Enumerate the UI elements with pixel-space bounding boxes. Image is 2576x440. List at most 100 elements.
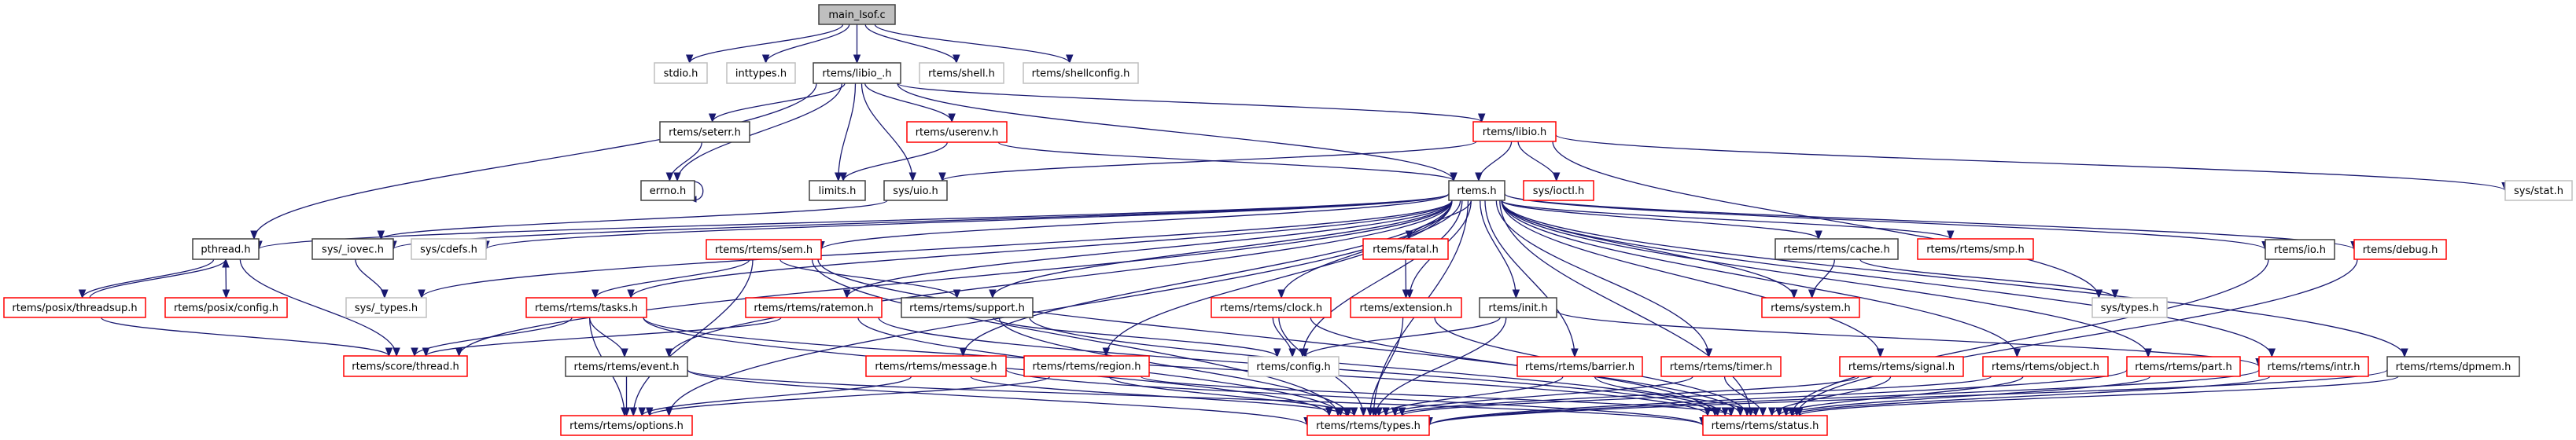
node-box bbox=[883, 180, 948, 201]
edge-intr-to-status bbox=[1789, 376, 2271, 417]
node-box bbox=[2126, 356, 2241, 377]
node-ratemon[interactable]: rtems/rtems/ratemon.h bbox=[745, 297, 883, 318]
node-tasks[interactable]: rtems/rtems/tasks.h bbox=[525, 297, 647, 318]
arrowhead bbox=[1752, 407, 1760, 417]
node-libio-[interactable]: rtems/libio_.h bbox=[813, 62, 901, 84]
node-event[interactable]: rtems/rtems/event.h bbox=[565, 356, 688, 377]
node-intr[interactable]: rtems/rtems/intr.h bbox=[2258, 356, 2369, 377]
edge-libio-to-ioctl bbox=[1517, 141, 1561, 182]
edge-barrier-to-status bbox=[1594, 376, 1760, 417]
node-region[interactable]: rtems/rtems/region.h bbox=[1023, 355, 1150, 377]
node-system[interactable]: rtems/system.h bbox=[1761, 297, 1860, 318]
node-init[interactable]: rtems/init.h bbox=[1479, 297, 1557, 318]
node-debug[interactable]: rtems/debug.h bbox=[2353, 239, 2447, 260]
arrowhead bbox=[1775, 407, 1783, 417]
node-label: pthread.h bbox=[201, 244, 250, 256]
arrowhead bbox=[1571, 348, 1579, 358]
node-label: sys/stat.h bbox=[2514, 185, 2563, 197]
edge-line bbox=[1792, 376, 2271, 416]
node-object[interactable]: rtems/rtems/object.h bbox=[1982, 356, 2109, 377]
edge-rtems-to-thread bbox=[455, 200, 1453, 358]
edge-line bbox=[1495, 200, 1710, 358]
node-main-lsof[interactable]: main_lsof.c bbox=[818, 4, 896, 25]
node-status[interactable]: rtems/rtems/status.h bbox=[1702, 415, 1828, 436]
edge-threadsup-to-thread bbox=[100, 317, 393, 358]
edge-libio-to-uio bbox=[938, 141, 1477, 182]
edge-line bbox=[1791, 258, 2269, 416]
arrowhead bbox=[1759, 407, 1767, 417]
edge-rtems-to-part bbox=[1501, 200, 2152, 358]
arrowhead bbox=[1350, 407, 1358, 417]
node-box bbox=[560, 415, 693, 436]
node-rtems[interactable]: rtems.h bbox=[1448, 180, 1505, 201]
node-barrier[interactable]: rtems/rtems/barrier.h bbox=[1516, 356, 1643, 377]
edge-main_lsof-to-inttypes bbox=[761, 24, 850, 64]
edge-line bbox=[842, 141, 948, 182]
node-timer[interactable]: rtems/rtems/timer.h bbox=[1660, 356, 1782, 377]
arrowhead bbox=[621, 348, 628, 358]
node-message[interactable]: rtems/rtems/message.h bbox=[865, 355, 1007, 377]
node-box bbox=[2091, 297, 2168, 318]
node-fatal[interactable]: rtems/fatal.h bbox=[1362, 238, 1449, 260]
edge-line bbox=[1594, 376, 1756, 416]
node-extension[interactable]: rtems/extension.h bbox=[1350, 297, 1462, 318]
node-box bbox=[1362, 238, 1449, 260]
node-io[interactable]: rtems/io.h bbox=[2265, 239, 2335, 260]
node-support[interactable]: rtems/rtems/support.h bbox=[901, 297, 1034, 318]
arrowhead bbox=[1402, 289, 1410, 299]
node-uio[interactable]: sys/uio.h bbox=[883, 180, 948, 201]
node-ioctl[interactable]: sys/ioctl.h bbox=[1523, 180, 1594, 201]
node-seterr[interactable]: rtems/seterr.h bbox=[659, 121, 750, 143]
node-thread[interactable]: rtems/score/thread.h bbox=[343, 355, 468, 377]
edge-main_lsof-to-shellconfig bbox=[874, 24, 1074, 64]
node-box bbox=[1472, 121, 1557, 142]
arrowhead bbox=[1767, 407, 1776, 417]
node-cache[interactable]: rtems/rtems/cache.h bbox=[1774, 238, 1899, 260]
node-label: rtems/extension.h bbox=[1359, 302, 1452, 314]
edge-line bbox=[779, 258, 958, 299]
node-label: main_lsof.c bbox=[828, 9, 885, 21]
arrowhead bbox=[938, 172, 946, 182]
node-types[interactable]: rtems/rtems/types.h bbox=[1306, 415, 1430, 436]
edge-line bbox=[1140, 376, 1732, 416]
edge-line bbox=[1799, 376, 2399, 416]
arrowhead bbox=[685, 54, 694, 64]
edge-libio-to-rtems bbox=[1475, 141, 1513, 182]
node-label: rtems/rtems/clock.h bbox=[1220, 302, 1322, 314]
node-limits[interactable]: limits.h bbox=[809, 180, 866, 201]
edge-userenv-to-limits bbox=[839, 141, 948, 182]
edge-line bbox=[425, 317, 782, 357]
node-userenv[interactable]: rtems/userenv.h bbox=[906, 121, 1008, 143]
node-label: rtems/libio.h bbox=[1483, 126, 1546, 138]
node-box bbox=[1523, 180, 1594, 201]
node-sem[interactable]: rtems/rtems/sem.h bbox=[706, 239, 822, 260]
node-box bbox=[809, 180, 866, 201]
node-clock[interactable]: rtems/rtems/clock.h bbox=[1211, 297, 1332, 318]
node-shellconfig: rtems/shellconfig.h bbox=[1023, 62, 1139, 84]
edge-main_lsof-to-shell bbox=[864, 24, 960, 64]
node-iovec[interactable]: sys/_iovec.h bbox=[311, 238, 394, 260]
node-label: sys/ioctl.h bbox=[1533, 185, 1584, 197]
node-box bbox=[1839, 356, 1964, 377]
node-pthread[interactable]: pthread.h bbox=[192, 238, 260, 260]
node-signal[interactable]: rtems/rtems/signal.h bbox=[1839, 356, 1964, 377]
arrowhead bbox=[591, 289, 599, 299]
arrowhead bbox=[1301, 348, 1309, 358]
node-dpmem[interactable]: rtems/rtems/dpmem.h bbox=[2386, 356, 2520, 377]
node-label: rtems/rtems/options.h bbox=[569, 420, 684, 432]
node-threadsup[interactable]: rtems/posix/threadsup.h bbox=[3, 297, 146, 318]
edge-line bbox=[820, 192, 1450, 251]
node-posixconfig[interactable]: rtems/posix/config.h bbox=[164, 297, 288, 318]
node-part[interactable]: rtems/rtems/part.h bbox=[2126, 356, 2241, 377]
node-libio[interactable]: rtems/libio.h bbox=[1472, 121, 1557, 142]
node-options[interactable]: rtems/rtems/options.h bbox=[560, 415, 693, 436]
node-label: rtems/posix/threadsup.h bbox=[12, 302, 137, 314]
node-smp[interactable]: rtems/rtems/smp.h bbox=[1917, 238, 2034, 260]
node-label: rtems/config.h bbox=[1256, 361, 1330, 373]
edge-line bbox=[1428, 368, 2128, 427]
node-errno[interactable]: errno.h bbox=[640, 180, 695, 201]
edge-line bbox=[765, 24, 850, 64]
node-label: stdio.h bbox=[664, 68, 698, 80]
node-box bbox=[2258, 356, 2369, 377]
edge-rtems-to-ratemon bbox=[842, 200, 1453, 299]
